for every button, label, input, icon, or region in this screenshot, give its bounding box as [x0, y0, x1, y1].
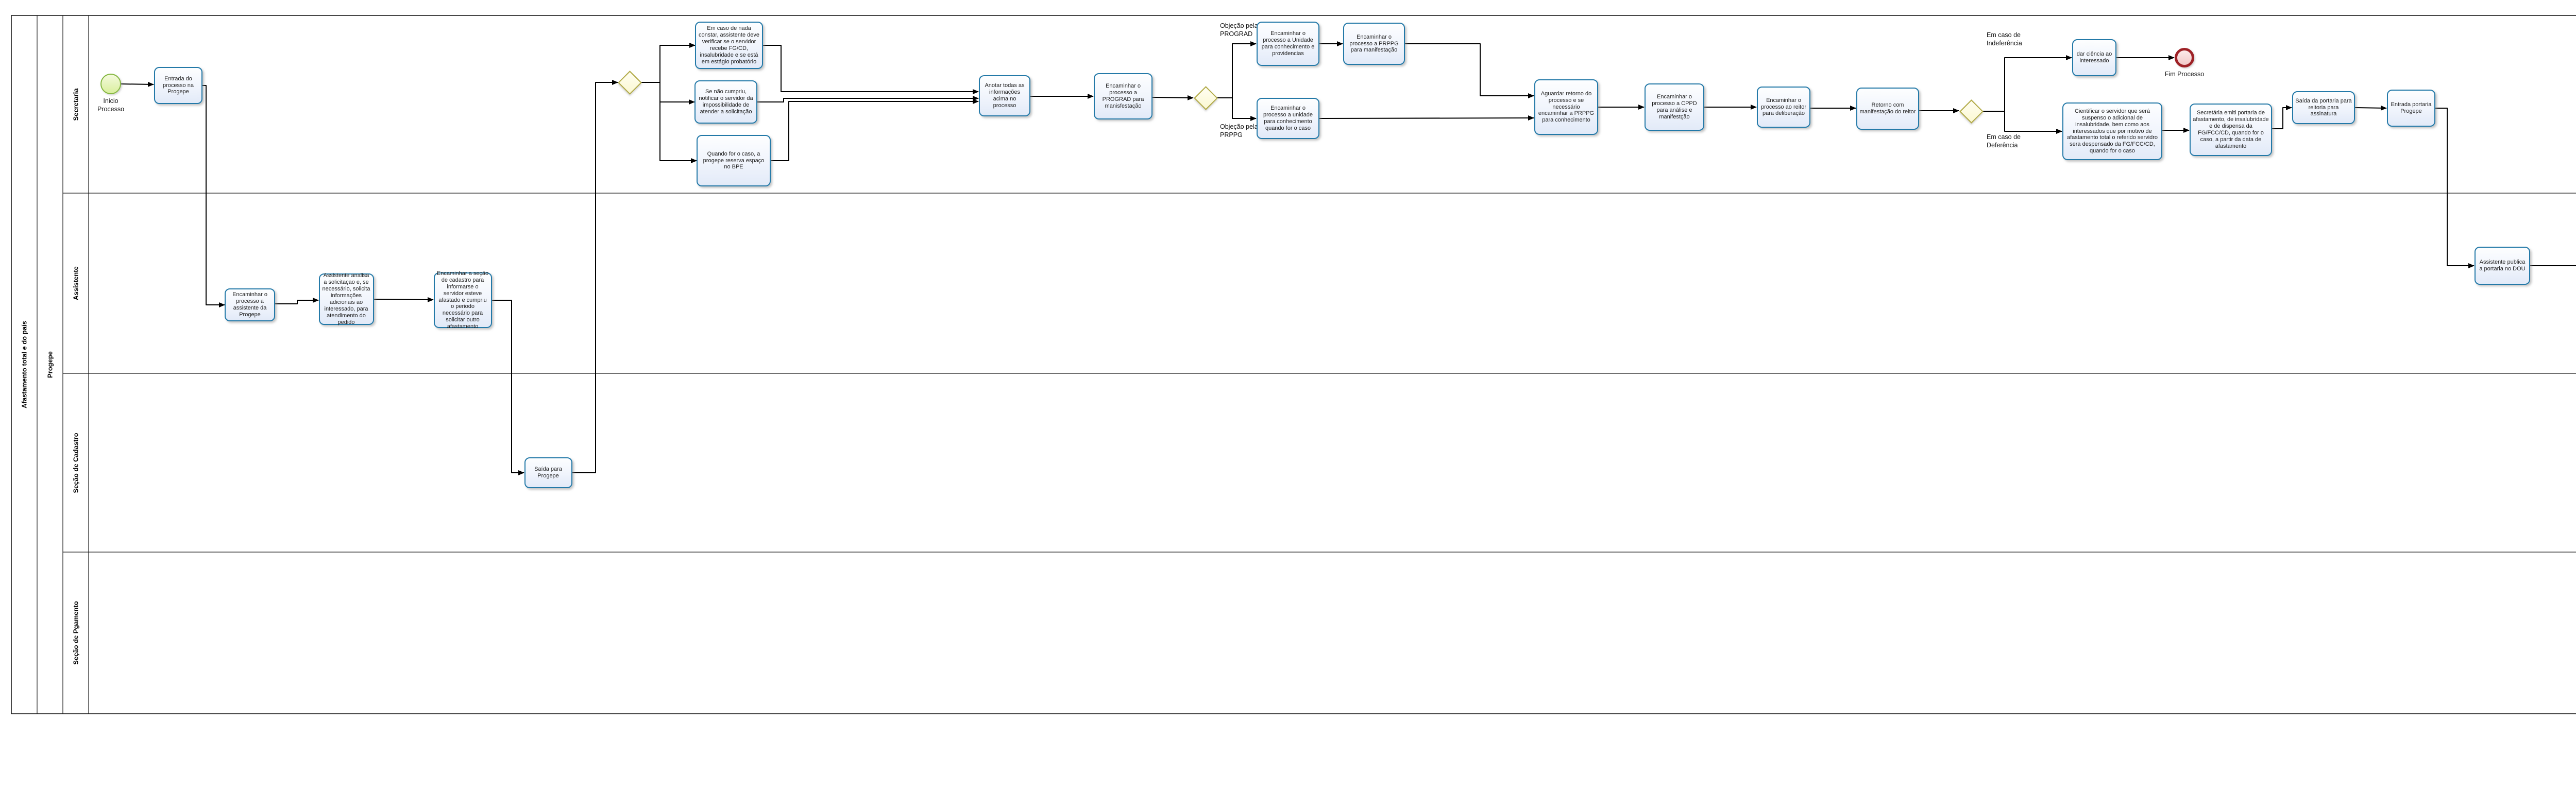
flow-label-objecao-prograd: Objeção pela PROGRAD — [1220, 22, 1258, 38]
event-label-fim-processo-indeferencia: Fim Processo — [2164, 71, 2205, 78]
task-anotar-informacoes-processo[interactable]: Anotar todas as informações acima no pro… — [979, 75, 1030, 116]
sequence-flow-e-assistente-analisa — [275, 298, 319, 304]
sequence-flow-e-saida-gw1 — [572, 80, 618, 473]
sequence-flow-e-prppg-aguardar — [1405, 43, 1534, 98]
lane-label-secao-de-cadastro: Seção de Cadastro — [72, 432, 80, 493]
task-assistente-publica-dou[interactable]: Assistente publica a portaria no DOU — [2475, 247, 2530, 285]
sequence-flow-e-verificar-anotar — [763, 45, 979, 94]
task-reserva-espaco-bpe[interactable]: Quando for o caso, a progepe reserva esp… — [697, 135, 771, 186]
task-entrada-portaria-progepe[interactable]: Entrada portaria Progepe — [2387, 90, 2435, 127]
task-encaminhar-reitor[interactable]: Encaminhar o processo ao reitor para del… — [1757, 87, 1810, 128]
sequence-flow-e-gw3-cientificar — [1983, 111, 2062, 134]
flow-label-em-caso-indeferencia: Em caso de Indeferência — [1987, 31, 2022, 47]
task-encaminhar-cppd[interactable]: Encaminhar o processo a CPPD para anális… — [1645, 83, 1704, 131]
task-dar-ciencia-interessado[interactable]: dar ciência ao interessado — [2072, 39, 2116, 76]
task-retorno-manifestacao-reitor[interactable]: Retorno com manifestação do reitor — [1856, 88, 1919, 130]
lane-label-secretaria: Secretaria — [72, 88, 80, 121]
sequence-flow-e-notificar-anotar — [757, 96, 979, 102]
task-encaminhar-prograd[interactable]: Encaminhar o processo a PROGRAD para man… — [1094, 73, 1153, 119]
sequence-flow-e-gw1-bpe — [641, 82, 697, 163]
task-saida-para-progepe[interactable]: Saída para Progepe — [524, 457, 572, 488]
task-entrada-do-processo-na-progepe[interactable]: Entrada do processo na Progepe — [154, 67, 202, 104]
sequence-flow-e-gw2-unidade-conh — [1217, 97, 1257, 121]
task-secretaria-emite-portaria[interactable]: Secretária emiti portaria de afastamento… — [2190, 104, 2272, 156]
task-encaminhar-secao-cadastro[interactable]: Encaminhar a seção de cadastro para info… — [433, 270, 492, 330]
sequence-flow-e-gw1-verificar — [641, 43, 696, 83]
sequence-flow-e-bpe-anotar — [771, 99, 979, 161]
lane-label-secao-de-pgamento: Seção de Pgamento — [72, 601, 80, 665]
sequence-flows — [121, 41, 2576, 475]
lane-label-assistente: Assistente — [72, 266, 80, 300]
sequence-flow-e-entradaprogepe-publicadou — [2435, 108, 2475, 268]
pool-label-progepe: Progepe — [46, 351, 54, 379]
sequence-flow-e-entrada-assistente — [202, 85, 225, 307]
task-encaminhar-prppg-manifestacao[interactable]: Encaminhar o processo a PRPPG para manif… — [1343, 23, 1405, 65]
sequence-flow-e-portaria-saidareitoria — [2272, 105, 2292, 129]
task-saida-portaria-reitoria[interactable]: Saída da portaria para reitoria para ass… — [2292, 91, 2355, 124]
task-notificar-impossibilidade[interactable]: Se não cumpriu, notificar o servidor da … — [694, 80, 757, 124]
task-verificar-fg-cd-insalubridade[interactable]: Em caso de nada constar, assistente deve… — [695, 22, 763, 69]
sequence-flow-e-gw1-notificar — [641, 82, 695, 105]
task-encaminhar-unidade-providencias[interactable]: Encaminhar o processo a Unidade para con… — [1257, 22, 1319, 66]
sequence-flow-e-gw3-ciencia — [1983, 55, 2072, 112]
event-label-inicio-processo: Inicio Processo — [97, 97, 125, 113]
flow-label-objecao-prppg: Objeção pela PRPPG — [1220, 123, 1258, 139]
sequence-flow-e-prograd-gw2 — [1152, 95, 1194, 100]
pool-structure — [11, 15, 2576, 714]
flow-label-em-caso-deferencia: Em caso de Deferência — [1987, 133, 2021, 149]
end-event-icon-fim-processo-indeferencia[interactable] — [2175, 48, 2194, 67]
task-encaminhar-assistente-progepe[interactable]: Encaminhar o processo a assistente da Pr… — [225, 288, 275, 321]
sequence-flow-e-gw2-unidade-prov — [1217, 41, 1257, 98]
sequence-flow-e-analisa-cadastro — [374, 297, 434, 302]
task-cientificar-servidor[interactable]: Cientificar o servidor que será suspenso… — [2062, 102, 2162, 160]
task-encaminhar-unidade-conhecimento[interactable]: Encaminhar o processo a unidade para con… — [1257, 98, 1319, 139]
task-aguardar-retorno-processo[interactable]: Aguardar retorno do processo e se necess… — [1534, 79, 1598, 135]
sequence-flow-e-cadastro-saida — [492, 300, 524, 475]
start-event-icon-inicio-processo[interactable] — [100, 74, 121, 94]
pool-label-outer: Afastamento total e do país — [20, 321, 28, 408]
task-assistente-analisa-solicitacao[interactable]: Assistente analisa a solicitaçao e, se n… — [318, 272, 374, 325]
